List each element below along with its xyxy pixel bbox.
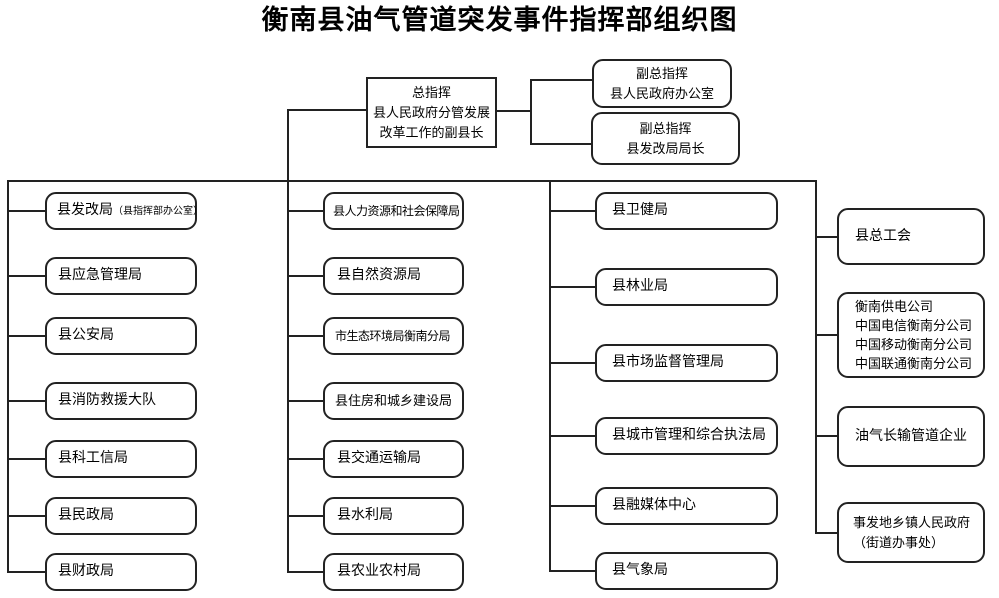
- node-market-supervision-bureau: 县市场监督管理局: [595, 344, 778, 382]
- node-ecological-environment-branch: 市生态环境局衡南分局: [323, 317, 464, 355]
- node-development-reform-bureau: 县发改局（县指挥部办公室）: [45, 192, 203, 230]
- node-utility-and-telecom-companies: 衡南供电公司 中国电信衡南分公司 中国移动衡南分公司 中国联通衡南分公司: [837, 292, 985, 378]
- node-label: 衡南供电公司: [855, 299, 934, 314]
- node-label: 县人民政府分管发展: [372, 104, 490, 120]
- node-label: 县农业农村局: [337, 564, 421, 579]
- node-human-resources-social-security-bureau: 县人力资源和社会保障局: [323, 192, 464, 230]
- node-label: 县自然资源局: [337, 268, 421, 283]
- node-label: 县住房和城乡建设局: [335, 393, 453, 408]
- node-label: 县林业局: [612, 279, 668, 294]
- node-label: 县总工会: [855, 228, 911, 244]
- node-label-main: 县发改局: [57, 202, 113, 218]
- node-label: 县科工信局: [58, 451, 128, 466]
- node-housing-urban-rural-development-bureau: 县住房和城乡建设局: [323, 382, 464, 420]
- node-chief-commander: 总指挥 县人民政府分管发展 改革工作的副县长: [366, 77, 497, 148]
- node-label: 中国电信衡南分公司: [855, 318, 973, 333]
- node-label: 县公安局: [58, 328, 114, 343]
- node-science-industry-information-bureau: 县科工信局: [45, 440, 197, 478]
- node-civil-affairs-bureau: 县民政局: [45, 497, 197, 535]
- node-label: 中国移动衡南分公司: [855, 337, 973, 352]
- node-local-township-governments: 事发地乡镇人民政府 （街道办事处）: [837, 502, 985, 563]
- node-label: 事发地乡镇人民政府: [853, 514, 971, 530]
- node-media-center: 县融媒体中心: [595, 487, 778, 525]
- node-meteorological-bureau: 县气象局: [595, 552, 778, 590]
- node-water-resources-bureau: 县水利局: [323, 497, 464, 535]
- node-label: 县水利局: [337, 508, 393, 523]
- node-agriculture-rural-affairs-bureau: 县农业农村局: [323, 553, 464, 591]
- node-label: 县人民政府办公室: [609, 85, 714, 101]
- node-label: 县卫健局: [612, 203, 668, 218]
- node-public-security-bureau: 县公安局: [45, 317, 197, 355]
- node-label: 市生态环境局衡南分局: [335, 329, 451, 343]
- node-label: 县财政局: [58, 564, 114, 579]
- node-label: 改革工作的副县长: [379, 124, 484, 140]
- chart-title: 衡南县油气管道突发事件指挥部组织图: [261, 5, 738, 35]
- node-transportation-bureau: 县交通运输局: [323, 440, 464, 478]
- node-federation-of-trade-unions: 县总工会: [837, 208, 985, 265]
- node-label: 县市场监督管理局: [612, 355, 724, 370]
- node-emergency-management-bureau: 县应急管理局: [45, 257, 197, 295]
- node-label: （街道办事处）: [853, 534, 945, 550]
- node-deputy-commander-government-office: 副总指挥 县人民政府办公室: [592, 59, 732, 108]
- node-label: 油气长输管道企业: [855, 428, 967, 444]
- node-health-bureau: 县卫健局: [595, 192, 778, 230]
- node-label: 县气象局: [612, 563, 668, 578]
- node-label: 总指挥: [411, 84, 451, 100]
- node-deputy-commander-drb-director: 副总指挥 县发改局局长: [591, 112, 740, 165]
- node-label: 县民政局: [58, 508, 114, 523]
- node-label: 副总指挥: [639, 120, 692, 136]
- node-forestry-bureau: 县林业局: [595, 268, 778, 306]
- node-label: 县发改局局长: [626, 140, 705, 156]
- node-label: 县人力资源和社会保障局: [333, 204, 460, 218]
- node-label: 县城市管理和综合执法局: [612, 428, 766, 443]
- node-label: 县融媒体中心: [612, 498, 696, 513]
- node-label-note: （县指挥部办公室）: [113, 205, 203, 217]
- node-label: 县交通运输局: [337, 451, 421, 466]
- node-natural-resources-bureau: 县自然资源局: [323, 257, 464, 295]
- node-urban-management-enforcement-bureau: 县城市管理和综合执法局: [595, 417, 778, 455]
- node-finance-bureau: 县财政局: [45, 553, 197, 591]
- node-label: 县应急管理局: [58, 268, 142, 283]
- node-label: 中国联通衡南分公司: [855, 356, 973, 371]
- node-label: 县发改局（县指挥部办公室）: [57, 202, 203, 221]
- node-fire-rescue-brigade: 县消防救援大队: [45, 382, 197, 420]
- node-pipeline-enterprises: 油气长输管道企业: [837, 406, 985, 467]
- node-label: 副总指挥: [635, 65, 688, 81]
- node-label: 县消防救援大队: [58, 393, 156, 408]
